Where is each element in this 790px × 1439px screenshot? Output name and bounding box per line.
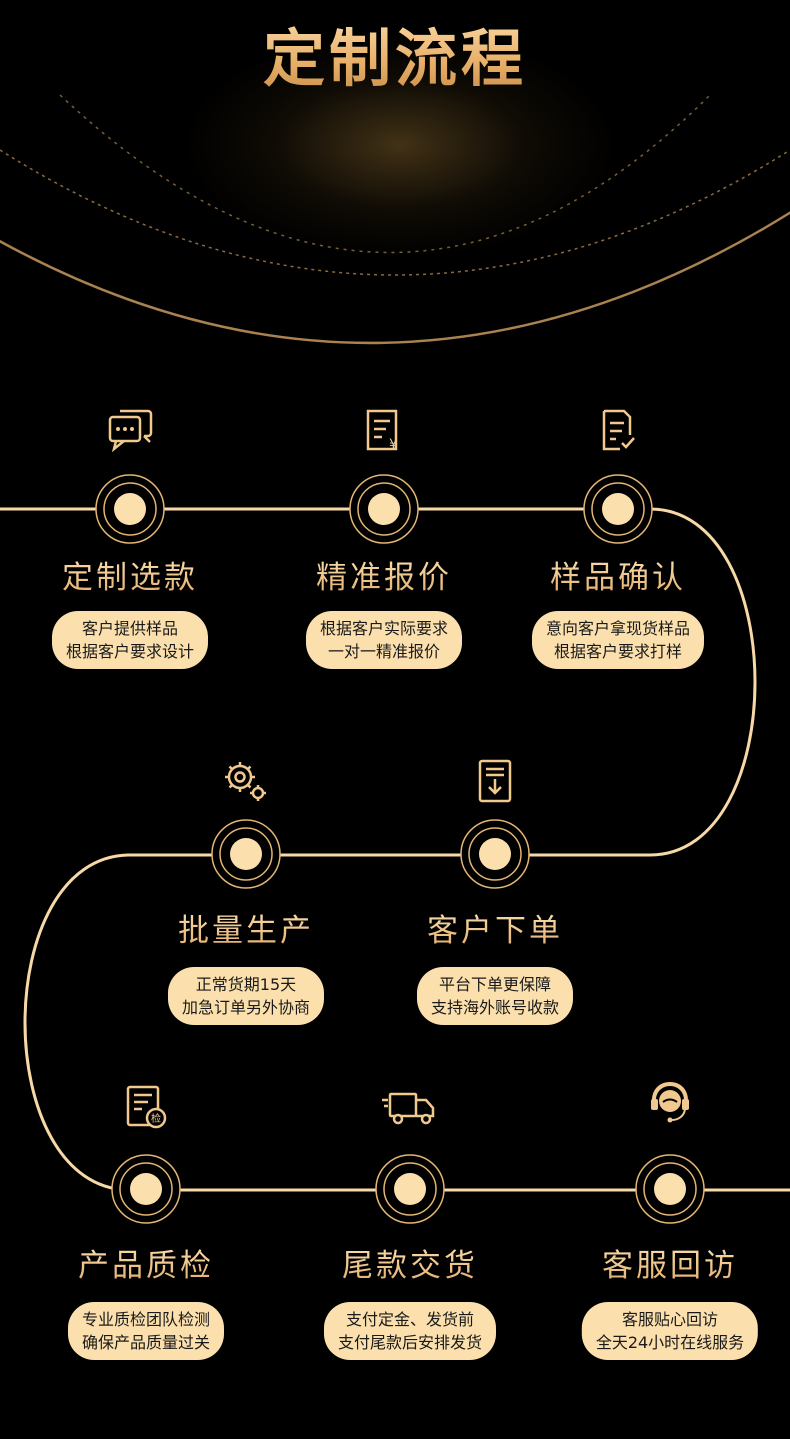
step-label: 批量生产 — [126, 905, 366, 950]
step-label: 精准报价 — [264, 552, 504, 597]
process-path — [0, 507, 790, 1192]
step-node — [583, 474, 653, 544]
step-desc-line1: 正常货期15天 — [195, 975, 297, 994]
step-node — [211, 819, 281, 889]
step-node — [375, 1154, 445, 1224]
headset-agent-icon — [651, 1082, 689, 1123]
step-description: 意向客户拿现货样品 根据客户要求打样 — [531, 611, 705, 669]
step-description: 正常货期15天 加急订单另外协商 — [167, 967, 325, 1025]
step-desc-line1: 专业质检团队检测 — [81, 1310, 211, 1329]
page-title: 定制流程 — [0, 8, 790, 98]
step-label: 定制选款 — [10, 552, 250, 597]
step-desc-line2: 一对一精准报价 — [327, 642, 441, 661]
step-label: 尾款交货 — [290, 1240, 530, 1285]
invoice-icon: ¥ — [366, 409, 398, 453]
svg-text:检: 检 — [151, 1112, 161, 1125]
step-label: 产品质检 — [26, 1240, 266, 1285]
step-desc-line1: 根据客户实际要求 — [319, 619, 449, 638]
document-check-icon — [602, 409, 635, 451]
step-desc-line2: 支持海外账号收款 — [430, 998, 560, 1017]
step-node — [460, 819, 530, 889]
step-description: 客服贴心回访 全天24小时在线服务 — [581, 1302, 759, 1360]
chat-icon — [108, 409, 153, 453]
step-description: 专业质检团队检测 确保产品质量过关 — [67, 1302, 225, 1360]
step-desc-line1: 客户提供样品 — [81, 619, 179, 638]
inner-arc — [59, 94, 711, 254]
step-desc-line2: 根据客户要求设计 — [65, 642, 195, 661]
delivery-truck-icon — [382, 1092, 435, 1125]
step-desc-line2: 确保产品质量过关 — [81, 1333, 211, 1352]
step-desc-line1: 平台下单更保障 — [438, 975, 552, 994]
step-label: 客服回访 — [550, 1240, 790, 1285]
step-node — [95, 474, 165, 544]
step-desc-line2: 全天24小时在线服务 — [595, 1333, 745, 1352]
step-desc-line1: 支付定金、发货前 — [345, 1310, 475, 1329]
title-glow — [180, 30, 620, 260]
order-download-icon — [478, 759, 512, 803]
step-desc-line1: 客服贴心回访 — [621, 1310, 718, 1329]
step-description: 客户提供样品 根据客户要求设计 — [51, 611, 209, 669]
step-label: 样品确认 — [498, 552, 738, 597]
step-desc-line1: 意向客户拿现货样品 — [545, 619, 691, 638]
outer-arc — [0, 211, 790, 345]
step-description: 根据客户实际要求 一对一精准报价 — [305, 611, 463, 669]
step-description: 平台下单更保障 支持海外账号收款 — [416, 967, 574, 1025]
svg-text:¥: ¥ — [389, 437, 398, 453]
step-desc-line2: 支付尾款后安排发货 — [337, 1333, 483, 1352]
step-node — [349, 474, 419, 544]
step-desc-line2: 根据客户要求打样 — [553, 642, 683, 661]
step-label: 客户下单 — [375, 905, 615, 950]
step-desc-line2: 加急订单另外协商 — [181, 998, 311, 1017]
step-node — [635, 1154, 705, 1224]
step-node — [111, 1154, 181, 1224]
middle-arc — [0, 149, 790, 276]
step-description: 支付定金、发货前 支付尾款后安排发货 — [323, 1302, 497, 1360]
gears-icon — [225, 762, 266, 801]
inspection-doc-icon: 检 — [126, 1085, 167, 1129]
